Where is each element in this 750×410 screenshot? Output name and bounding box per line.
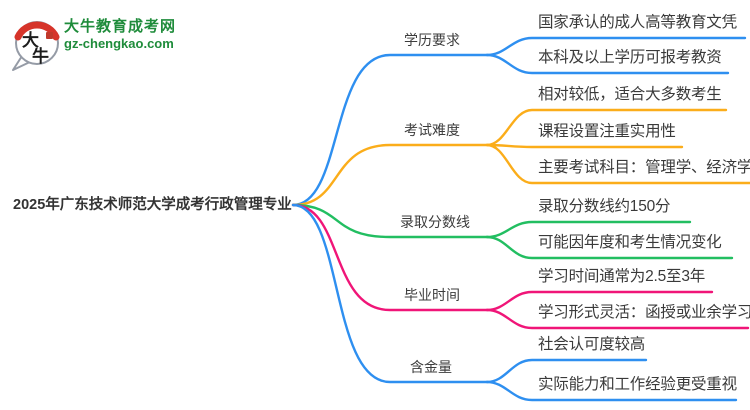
branch-3-main-line <box>291 203 489 239</box>
logo-bubble-icon: 大 牛 <box>12 21 60 71</box>
branch-1-main-line <box>291 53 489 207</box>
leaf-score-about-150: 录取分数线约150分 <box>538 198 671 215</box>
branch-1-lines <box>291 36 747 207</box>
leaf-score-may-vary: 可能因年度和考生情况变化 <box>538 234 722 251</box>
branch-4-leaf-2-line <box>485 308 750 330</box>
leaf-national-recognized-diploma: 国家承认的成人高等教育文凭 <box>538 14 737 31</box>
leaf-flexible-study-forms: 学习形式灵活：函授或业余学习 <box>538 304 750 321</box>
logo-red-arc <box>14 21 60 41</box>
logo-char-2: 牛 <box>32 46 49 66</box>
logo-char-1: 大 <box>22 30 39 50</box>
branch-2-lines <box>291 108 750 207</box>
branch-2-leaf-1-line <box>485 108 728 147</box>
branch-label-credential-value: 含金量 <box>410 359 452 375</box>
leaf-bachelor-teacher-cert: 本科及以上学历可报考教资 <box>538 49 722 66</box>
site-logo: 大 牛 大牛教育成考网 gz-chengkao.com <box>8 12 198 74</box>
branch-2-main-line <box>291 143 489 207</box>
branch-5-leaf-1-line <box>485 358 648 384</box>
branch-label-graduation-time: 毕业时间 <box>404 287 460 303</box>
logo-text-block: 大牛教育成考网 gz-chengkao.com <box>64 18 176 51</box>
branch-2-leaf-2-line <box>485 143 684 149</box>
branch-2-leaf-3-line <box>485 143 750 185</box>
branch-label-admission-score: 录取分数线 <box>400 214 470 230</box>
site-url: gz-chengkao.com <box>64 36 174 51</box>
leaf-study-duration: 学习时间通常为2.5至3年 <box>538 268 706 285</box>
leaf-relatively-easy: 相对较低，适合大多数考生 <box>538 86 722 103</box>
branch-label-exam-difficulty: 考试难度 <box>404 122 460 138</box>
branch-4-main-line <box>291 203 489 312</box>
branch-5-lines <box>291 203 738 402</box>
central-topic: 2025年广东技术师范大学成考行政管理专业 <box>13 197 292 213</box>
branch-3-leaf-2-line <box>485 235 734 260</box>
branch-5-leaf-2-line <box>485 380 738 402</box>
branch-3-lines <box>291 203 734 260</box>
branch-1-leaf-2-line <box>485 53 730 75</box>
branch-5-main-line <box>291 203 489 384</box>
leaf-main-exam-subjects: 主要考试科目：管理学、经济学 <box>538 159 750 176</box>
branch-4-lines <box>291 203 750 330</box>
branch-label-education-requirement: 学历要求 <box>404 32 460 48</box>
logo-seal-stamp <box>46 32 53 39</box>
leaf-social-recognition: 社会认可度较高 <box>538 336 646 353</box>
leaf-experience-valued: 实际能力和工作经验更受重视 <box>538 376 737 393</box>
site-name: 大牛教育成考网 <box>64 18 177 35</box>
leaf-practical-curriculum: 课程设置注重实用性 <box>538 123 676 140</box>
